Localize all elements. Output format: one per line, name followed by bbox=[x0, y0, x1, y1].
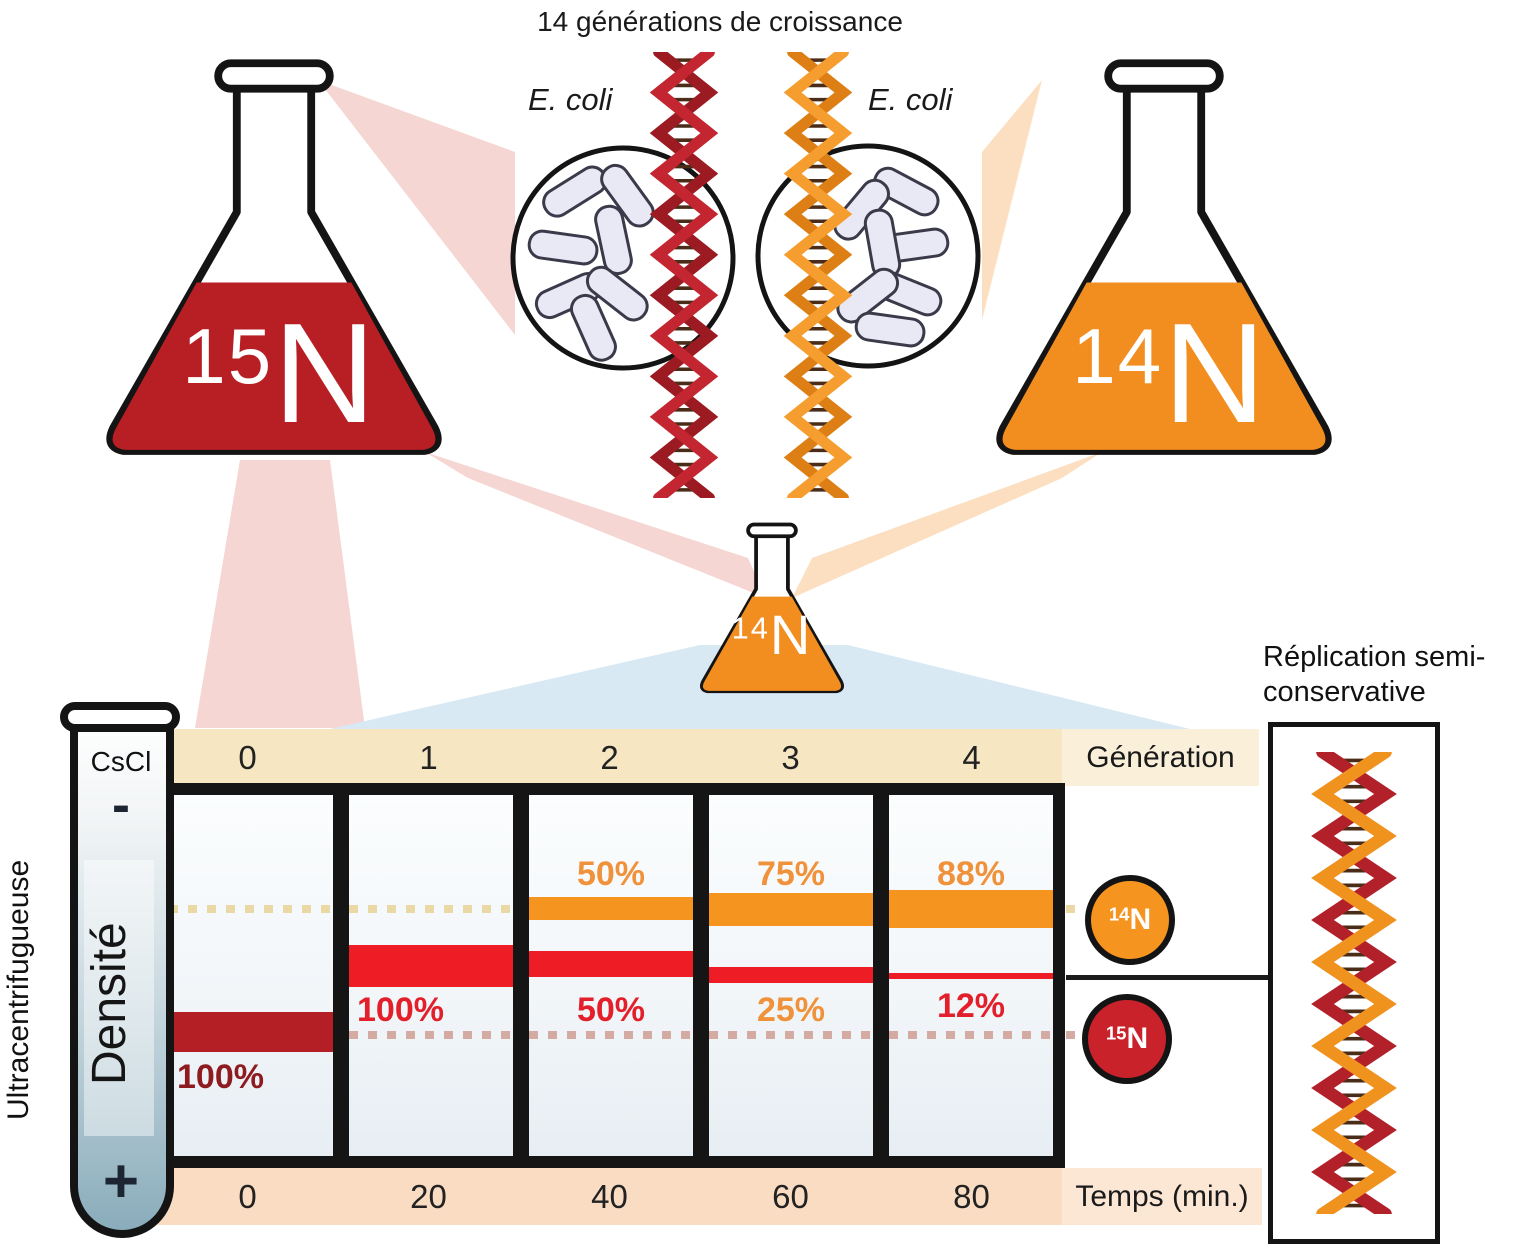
time-tick: 20 bbox=[410, 1177, 447, 1215]
hybrid-band-pct: 25% bbox=[756, 991, 826, 1029]
light-band-pct: 75% bbox=[756, 855, 826, 893]
flask-transfer bbox=[700, 522, 844, 694]
density-label-background bbox=[84, 860, 154, 1136]
density-minus-sign: - bbox=[112, 775, 130, 835]
centrifuge-tube bbox=[70, 714, 174, 1238]
dotted-line-15n-stub bbox=[1066, 1031, 1084, 1039]
light-dna-band bbox=[889, 890, 1053, 928]
panel-generation-1: 100% bbox=[349, 795, 513, 1156]
heavy-dna-band bbox=[169, 1012, 333, 1052]
flask-15n bbox=[106, 59, 442, 455]
hybrid-dna-band bbox=[349, 945, 513, 987]
flask-transfer-label: 14N bbox=[731, 603, 813, 666]
ultracentrifuge-label: Ultracentrifugueuse bbox=[2, 859, 35, 1121]
dotted-line-15n bbox=[709, 1031, 873, 1039]
panel-generation-4: 88% 12% bbox=[889, 795, 1053, 1156]
generation-tick: 3 bbox=[781, 738, 800, 776]
panel-generation-2: 50% 50% bbox=[529, 795, 693, 1156]
heavy-band-pct: 100% bbox=[177, 1058, 264, 1096]
dotted-line-14n-stub bbox=[1066, 905, 1084, 913]
replication-box bbox=[1268, 722, 1440, 1244]
hybrid-band-pct: 100% bbox=[357, 991, 444, 1029]
generation-tick: 4 bbox=[962, 738, 981, 776]
time-axis-title: Temps (min.) bbox=[1062, 1168, 1262, 1225]
ecoli-label-left: E. coli bbox=[528, 82, 613, 117]
diagram-title: 14 générations de croissance bbox=[537, 6, 903, 37]
marker-15n-label: 15N bbox=[1105, 1022, 1149, 1055]
light-dna-band bbox=[529, 897, 693, 920]
light-band-pct: 50% bbox=[576, 855, 646, 893]
flask-15n-label: 15N bbox=[182, 294, 378, 453]
flask-14n bbox=[996, 59, 1332, 455]
dna-helix-14n bbox=[783, 52, 853, 498]
hybrid-band-pct: 50% bbox=[576, 991, 646, 1029]
generation-tick: 2 bbox=[600, 738, 619, 776]
centrifugation-panels: 100% 100% 50% 50% 75% 25% 88% 12% bbox=[157, 783, 1065, 1168]
time-tick: 80 bbox=[953, 1177, 990, 1215]
generation-axis-title: Génération bbox=[1062, 729, 1259, 786]
hybrid-dna-band bbox=[529, 951, 693, 977]
dotted-line-14n bbox=[349, 905, 513, 913]
centrifuge-tube-rim bbox=[60, 702, 180, 732]
hybrid-dna-band bbox=[709, 967, 873, 983]
generation-tick: 1 bbox=[419, 738, 438, 776]
light-dna-band bbox=[709, 893, 873, 926]
time-axis: 0 20 40 60 80 bbox=[157, 1168, 1062, 1225]
marker-15n: 15N bbox=[1082, 994, 1172, 1084]
time-tick: 40 bbox=[591, 1177, 628, 1215]
marker-14n: 14N bbox=[1085, 875, 1175, 965]
ecoli-label-right: E. coli bbox=[868, 82, 953, 117]
generation-tick: 0 bbox=[238, 738, 257, 776]
time-tick: 60 bbox=[772, 1177, 809, 1215]
density-label: Densité bbox=[83, 922, 136, 1086]
dna-helix-15n bbox=[649, 52, 719, 498]
marker-14n-label: 14N bbox=[1108, 903, 1152, 936]
hybrid-band-pct: 12% bbox=[936, 987, 1006, 1025]
dna-helix-hybrid bbox=[1311, 752, 1397, 1214]
time-tick: 0 bbox=[238, 1177, 257, 1215]
hybrid-connector-line bbox=[1066, 975, 1270, 980]
panel-generation-0: 100% bbox=[169, 795, 333, 1156]
dotted-line-15n bbox=[889, 1031, 1053, 1039]
dotted-line-15n bbox=[349, 1031, 513, 1039]
dotted-line-15n bbox=[529, 1031, 693, 1039]
density-plus-sign: + bbox=[102, 1147, 140, 1216]
dotted-line-14n bbox=[169, 905, 333, 913]
replication-title: Réplication semi- conservative bbox=[1263, 641, 1486, 708]
panel-generation-3: 75% 25% bbox=[709, 795, 873, 1156]
generation-axis: 0 1 2 3 4 bbox=[157, 729, 1062, 786]
cscl-label: CsCl bbox=[90, 746, 152, 777]
light-band-pct: 88% bbox=[936, 855, 1006, 893]
flask-14n-label: 14N bbox=[1072, 294, 1268, 453]
hybrid-dna-band bbox=[889, 973, 1053, 979]
